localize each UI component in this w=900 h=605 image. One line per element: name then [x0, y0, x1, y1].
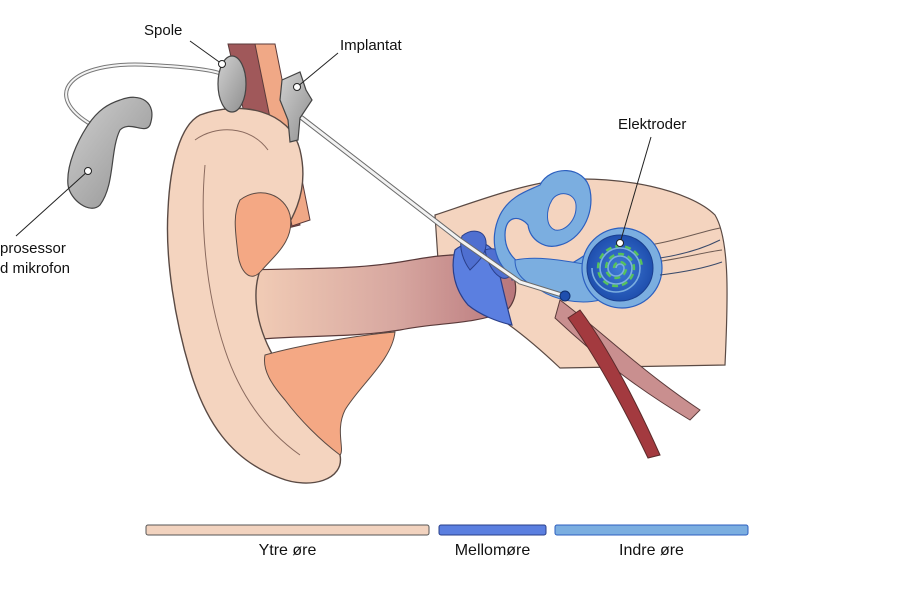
- canal-loop-inner: [547, 193, 577, 231]
- temporal-bone-lines: [649, 227, 723, 263]
- external-coil: [217, 55, 247, 113]
- ear-cartilage-top: [234, 192, 292, 277]
- cochlea-spiral: [591, 247, 641, 293]
- ear-canal: [249, 254, 517, 341]
- label-elektroder: Elektroder: [618, 116, 687, 133]
- ear-helix-fold: [194, 129, 301, 456]
- vestibule: [514, 257, 601, 303]
- leader-dot-spole: [218, 60, 226, 68]
- cochlea-inner: [586, 234, 654, 302]
- speech-processor: [67, 96, 153, 209]
- electrode-lead-core: [300, 116, 567, 298]
- leader-spole: [189, 40, 223, 65]
- label-processor-line1: prosessor: [0, 240, 66, 257]
- carotid-band: [567, 309, 661, 459]
- leader-dot-implantat: [293, 83, 301, 91]
- legend-label-outer-ear: Ytre øre: [258, 542, 317, 559]
- leader-elektroder: [619, 136, 652, 244]
- leader-dot-elektroder: [616, 239, 624, 247]
- electrode-lead-tip: [559, 290, 571, 302]
- leader-dot-processor: [84, 167, 92, 175]
- legend-bar-outer-ear: [145, 524, 430, 536]
- ear-cartilage-bottom: [263, 331, 396, 456]
- leader-processor: [15, 170, 89, 237]
- label-processor-line2: d mikrofon: [0, 260, 71, 277]
- label-spole: Spole: [144, 22, 183, 39]
- label-implantat: Implantat: [340, 37, 402, 54]
- implant-receiver: [279, 71, 313, 143]
- legend-bar-middle-ear: [438, 524, 547, 536]
- leader-implantat: [296, 52, 339, 88]
- legend-bar-inner-ear: [554, 524, 749, 536]
- coil-cable-core: [65, 63, 225, 126]
- cochlear-nerve: [659, 239, 723, 276]
- legend-label-middle-ear: Mellomøre: [454, 542, 531, 559]
- legend-label-inner-ear: Indre øre: [619, 542, 684, 559]
- electrode-array: [596, 244, 644, 288]
